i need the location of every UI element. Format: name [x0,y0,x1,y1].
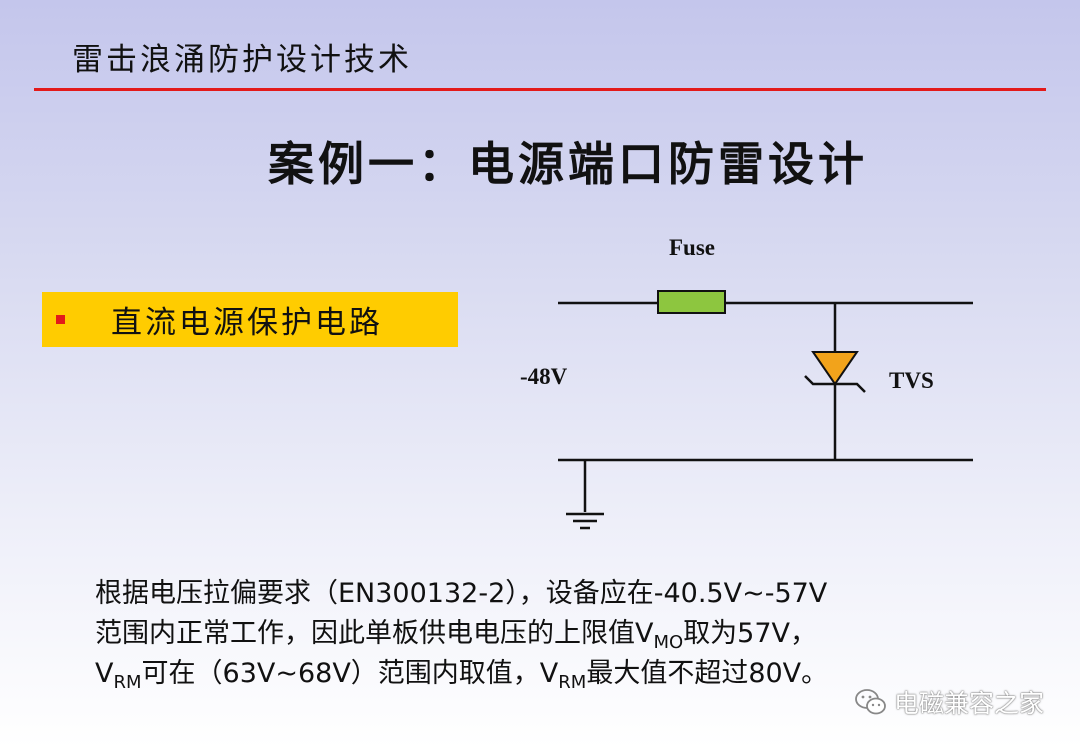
slide-title: 案例一：电源端口防雷设计 [268,137,868,191]
body-line-1: 根据电压拉偏要求（EN300132-2），设备应在-40.5V~-57V [95,578,828,609]
body-text: 根据电压拉偏要求（EN300132-2），设备应在-40.5V~-57V 范围内… [95,574,1035,694]
watermark-text: 电磁兼容之家 [893,689,1044,718]
voltage-label: -48V [520,364,568,389]
tvs-diode-symbol [811,351,859,386]
tvs-cathode-bar [804,375,866,393]
bullet-box: 直流电源保护电路 [42,292,458,347]
body-line-2: 范围内正常工作，因此单板供电电压的上限值VMO取为57V， [95,618,818,653]
header-title: 雷击浪涌防护设计技术 [72,42,412,78]
body-line-3: VRM可在（63V~68V）范围内取值，VRM最大值不超过80V。 [95,658,829,693]
header-divider [34,88,1046,91]
tvs-label: TVS [889,368,934,393]
fuse-symbol [657,290,726,314]
watermark: 电磁兼容之家 [854,684,1044,720]
bullet-marker-icon [56,315,65,324]
wechat-icon [855,689,886,715]
bullet-label: 直流电源保护电路 [111,305,383,341]
fuse-label: Fuse [669,235,715,260]
ground-icon [566,512,604,530]
